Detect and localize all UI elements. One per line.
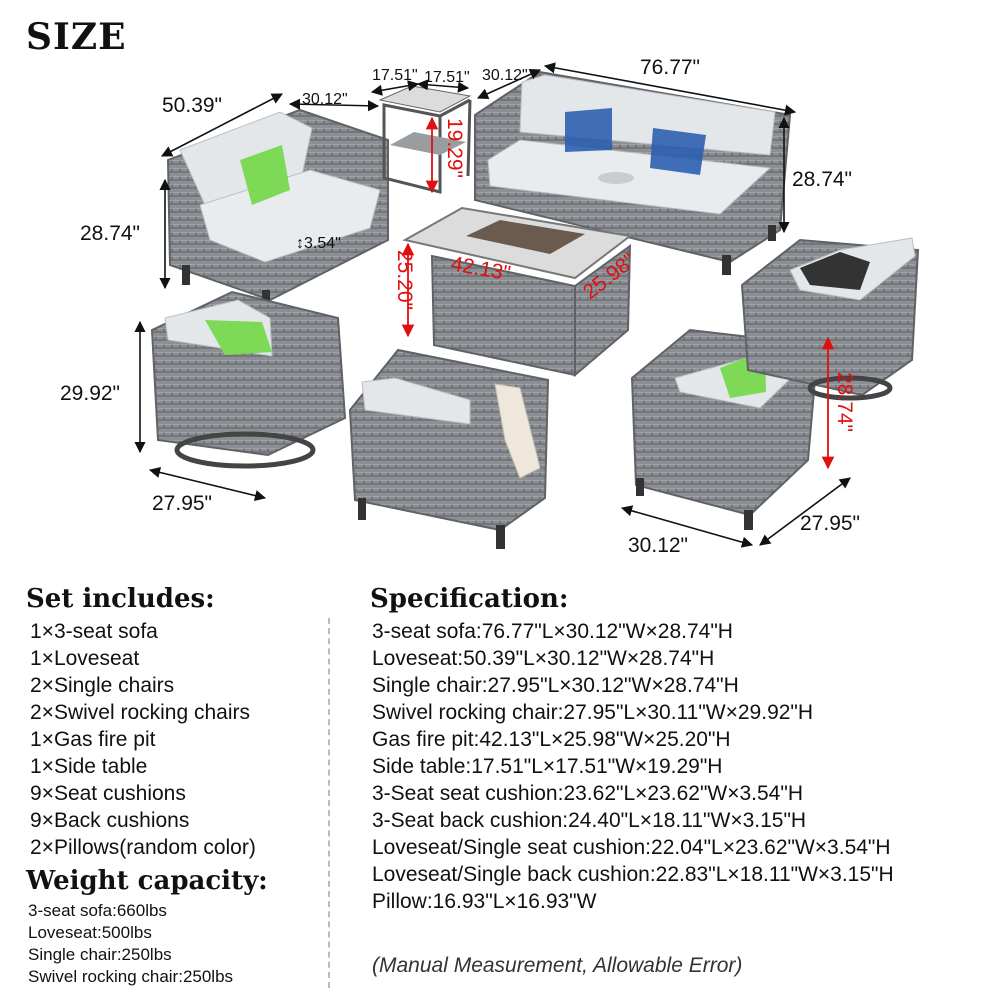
list-item: 3-seat sofa:660lbs bbox=[28, 901, 167, 920]
list-item: Loveseat:50.39"L×30.12"W×28.74"H bbox=[372, 647, 715, 670]
list-item: Swivel rocking chair:250lbs bbox=[28, 967, 234, 986]
list-item: 3-Seat seat cushion:23.62"L×23.62"W×3.54… bbox=[372, 782, 803, 805]
weight-capacity-list: 3-seat sofa:660lbs Loveseat:500lbs Singl… bbox=[28, 900, 233, 988]
dim-side-table-length: 17.51" bbox=[372, 67, 418, 84]
loveseat-image bbox=[166, 108, 389, 312]
list-item: 1×Gas fire pit bbox=[30, 728, 156, 751]
list-item: Side table:17.51"L×17.51"W×19.29"H bbox=[372, 755, 723, 778]
list-item: Loveseat:500lbs bbox=[28, 923, 152, 942]
specification-heading: Specification: bbox=[370, 584, 569, 614]
weight-capacity-heading: Weight capacity: bbox=[26, 866, 268, 896]
dim-side-table-width: 17.51" bbox=[424, 69, 470, 86]
list-item: Gas fire pit:42.13"L×25.98"W×25.20"H bbox=[372, 728, 731, 751]
list-item: 2×Pillows(random color) bbox=[30, 836, 256, 859]
set-includes-heading: Set includes: bbox=[26, 584, 215, 614]
dimension-lines-red bbox=[401, 116, 835, 470]
page-title: SIZE bbox=[26, 16, 127, 58]
column-divider bbox=[328, 618, 330, 988]
list-item: 1×Side table bbox=[30, 755, 148, 778]
dim-loveseat-width: 30.12" bbox=[302, 91, 348, 108]
list-item: 9×Back cushions bbox=[30, 809, 190, 832]
list-item: Loveseat/Single back cushion:22.83"L×18.… bbox=[372, 863, 894, 886]
fire-pit-image bbox=[402, 206, 633, 378]
list-item: Loveseat/Single seat cushion:22.04"L×23.… bbox=[372, 836, 891, 859]
specification-list: 3-seat sofa:76.77"L×30.12"W×28.74"H Love… bbox=[372, 618, 894, 915]
swivel-chair-image bbox=[150, 290, 347, 469]
dim-swivel-length: 27.95" bbox=[152, 492, 212, 515]
dim-loveseat-height: 28.74" bbox=[80, 222, 140, 245]
list-item: 3-seat sofa:76.77"L×30.12"W×28.74"H bbox=[372, 620, 733, 643]
list-item: 1×3-seat sofa bbox=[30, 620, 158, 643]
dim-chair-length: 27.95" bbox=[800, 512, 860, 535]
dim-cushion-thickness: ↕3.54" bbox=[296, 235, 341, 252]
list-item: 2×Single chairs bbox=[30, 674, 175, 697]
dim-sofa-length: 76.77" bbox=[640, 56, 700, 79]
list-item: 3-Seat back cushion:24.40"L×18.11"W×3.15… bbox=[372, 809, 807, 832]
set-includes-list: 1×3-seat sofa 1×Loveseat 2×Single chairs… bbox=[30, 618, 256, 861]
list-item: 9×Seat cushions bbox=[30, 782, 186, 805]
furniture-illustration: 50.39" 30.12" 17.51" 17.51" 30.12" 76.77… bbox=[60, 56, 920, 557]
list-item: Pillow:16.93"L×16.93"W bbox=[372, 890, 597, 913]
swivel-chair-right-image bbox=[740, 237, 920, 401]
dim-chair-height: 28.74" bbox=[833, 372, 856, 432]
list-item: Swivel rocking chair:27.95"L×30.11"W×29.… bbox=[372, 701, 814, 724]
dim-side-table-height: 19.29" bbox=[443, 118, 466, 178]
dim-loveseat-length: 50.39" bbox=[162, 94, 222, 117]
list-item: Single chair:27.95"L×30.12"W×28.74"H bbox=[372, 674, 739, 697]
dim-sofa-height: 28.74" bbox=[792, 168, 852, 191]
dim-sofa-width: 30.12" bbox=[482, 67, 528, 84]
dimension-lines bbox=[134, 62, 851, 548]
measurement-note: (Manual Measurement, Allowable Error) bbox=[372, 954, 743, 977]
dim-swivel-height: 29.92" bbox=[60, 382, 120, 405]
dim-chair-width: 30.12" bbox=[628, 534, 688, 557]
dim-fire-pit-height: 25.20" bbox=[393, 250, 416, 310]
list-item: 2×Swivel rocking chairs bbox=[30, 701, 251, 724]
single-chair-middle-image bbox=[348, 348, 550, 549]
list-item: 1×Loveseat bbox=[30, 647, 140, 670]
list-item: Single chair:250lbs bbox=[28, 945, 172, 964]
